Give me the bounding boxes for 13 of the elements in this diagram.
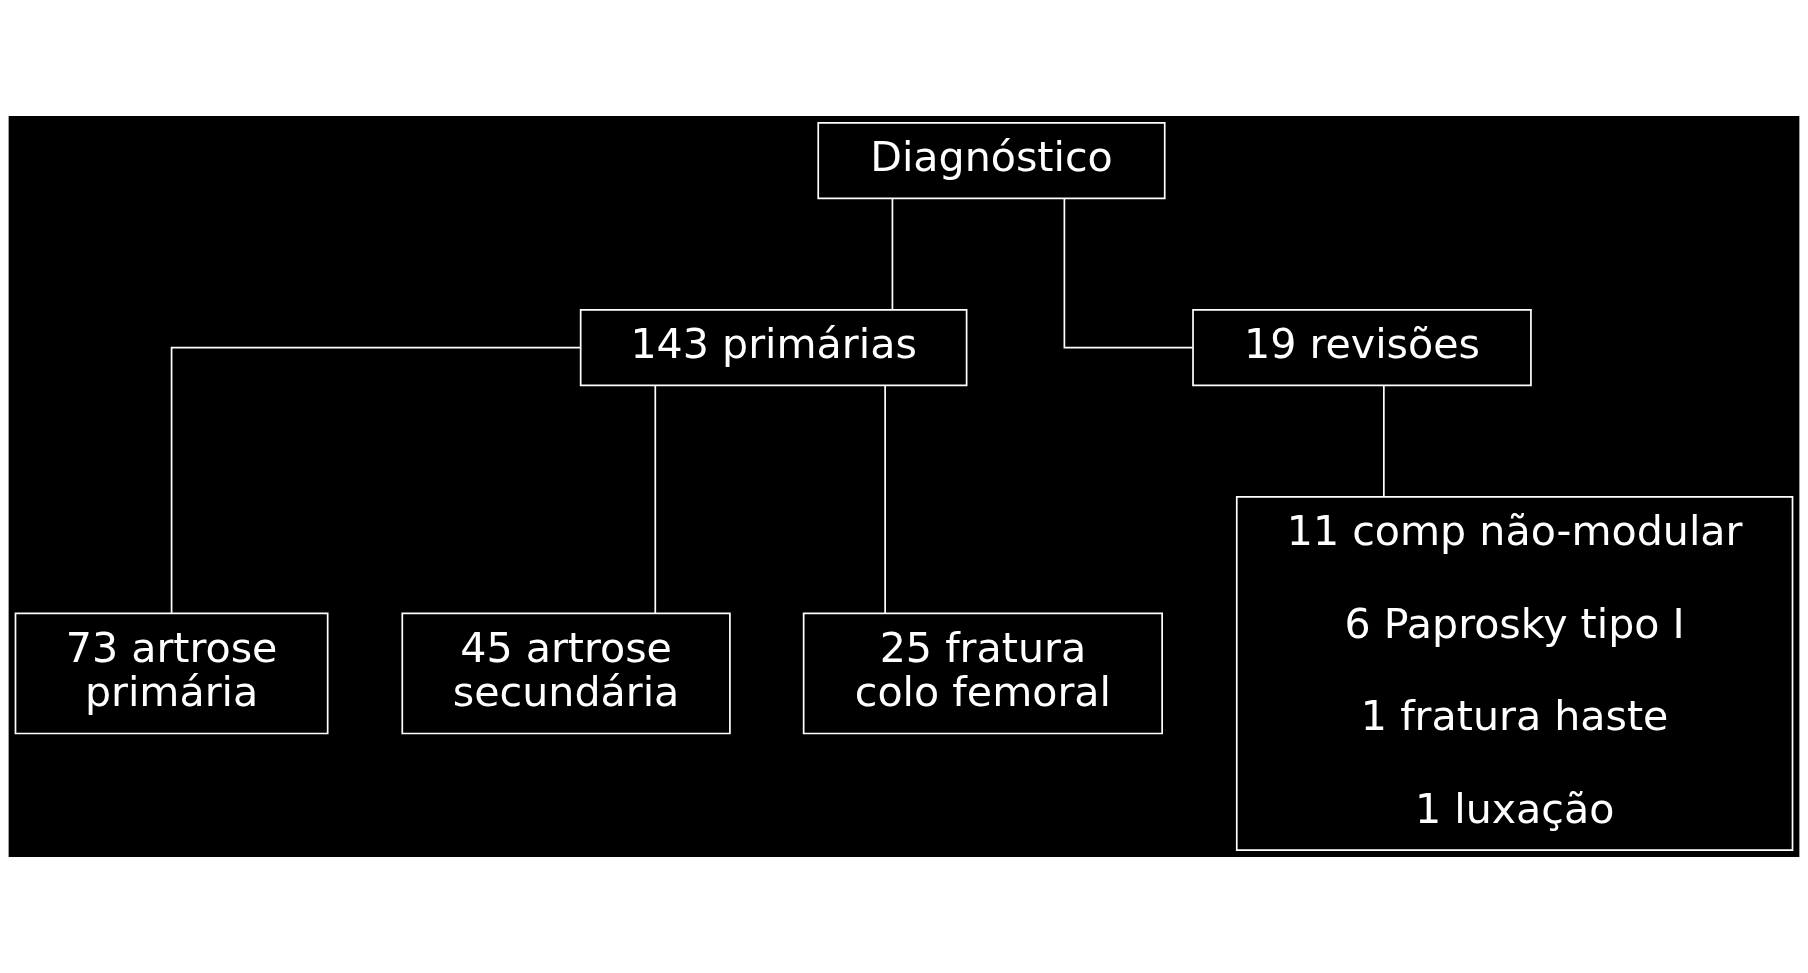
connector [1063, 197, 1194, 349]
connector [891, 197, 894, 311]
node-box: 45 artrose secundária [401, 612, 731, 735]
node-box: 25 fratura colo femoral [802, 612, 1163, 735]
connector [884, 384, 886, 614]
node-box: 19 revisões [1192, 308, 1532, 387]
node-box: 143 primárias [579, 308, 968, 387]
node-box: 11 comp não-modular 6 Paprosky tipo I 1 fratura haste 1 luxação [1235, 495, 1794, 851]
node-box: 73 artrose primária [14, 612, 329, 735]
connector [1383, 384, 1385, 498]
node-box: Diagnóstico [817, 122, 1166, 200]
connector [654, 384, 657, 614]
connector [170, 346, 582, 614]
